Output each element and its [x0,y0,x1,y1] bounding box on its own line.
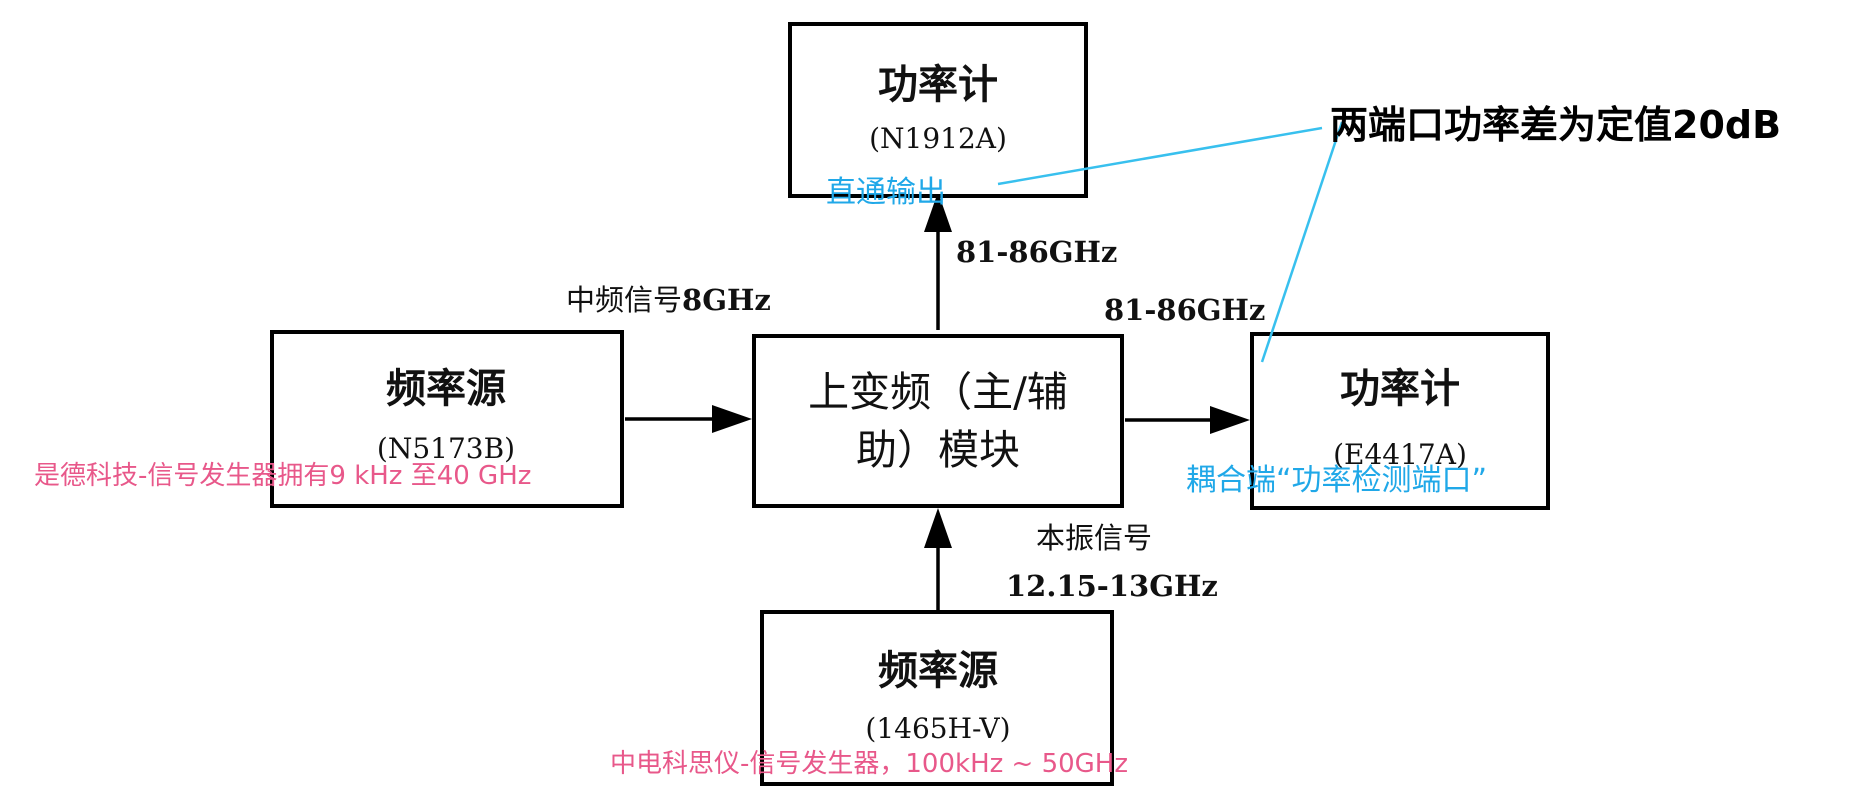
upconverter-label-line2: 助）模块 [856,426,1020,474]
power-meter-top-title: 功率计 [878,62,998,108]
arrowhead-right-left [712,405,752,433]
freq-source-bottom-box [760,610,1114,786]
power-meter-top-box [788,22,1088,198]
arrowhead-right-meter [1210,406,1250,434]
power-meter-top-model: (N1912A) [869,122,1007,155]
freq-source-left-model: (N5173B) [377,432,515,465]
direct-output-note: 直通输出 [826,175,946,210]
freq-source-bottom-title: 频率源 [878,648,998,694]
power-meter-right-box [1250,332,1550,510]
if-signal-label: 中频信号8GHz [566,283,771,317]
output-freq-top: 81-86GHz [956,235,1117,269]
arrowhead-up-bottom [924,508,952,548]
freq-source-bottom-model: (1465H-V) [865,712,1010,745]
arrowhead-up-top [924,192,952,232]
callout-line-coupled [1260,121,1344,363]
left-source-note: 是德科技-信号发生器拥有9 kHz 至40 GHz [34,461,531,491]
bottom-source-note: 中电科思仪-信号发生器，100kHz ~ 50GHz [610,749,1128,779]
lo-signal-label: 本振信号 [1036,521,1152,555]
callout-line-direct [997,126,1323,186]
power-meter-right-model: (E4417A) [1333,438,1467,471]
upconverter-box [752,334,1124,508]
freq-source-left-box [270,330,624,508]
power-meter-right-title: 功率计 [1340,366,1460,412]
power-difference-note: 两端口功率差为定值20dB [1330,103,1781,147]
upconverter-label-line1: 上变频（主/辅 [808,368,1068,416]
coupled-port-note: 耦合端“功率检测端口” [1186,463,1487,498]
freq-source-left-title: 频率源 [386,366,506,412]
output-freq-right: 81-86GHz [1104,293,1265,327]
lo-signal-freq: 12.15-13GHz [1006,569,1218,603]
